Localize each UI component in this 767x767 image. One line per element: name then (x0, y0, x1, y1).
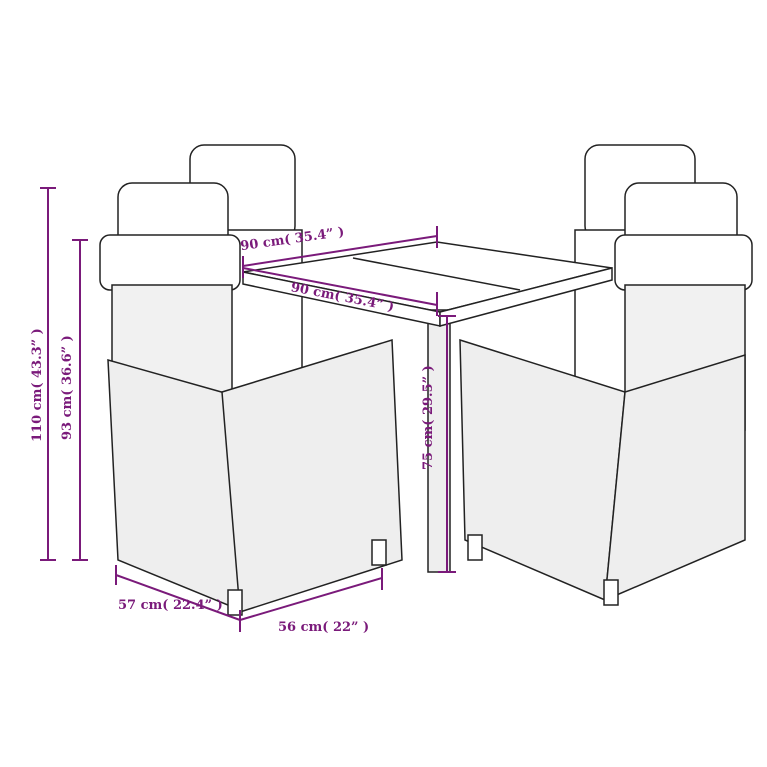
dimension-lines (40, 187, 456, 632)
chair-back-height-label: 93 cm( 36.6” ) (60, 335, 75, 440)
table-height-label: 75 cm( 29.5” ) (421, 365, 436, 470)
front-left-chair (99, 182, 403, 616)
table (242, 241, 613, 573)
front-right-chair (459, 182, 753, 606)
chair-total-height-label: 110 cm( 43.3” ) (30, 328, 45, 442)
chair-depth-label: 57 cm( 22.4” ) (118, 598, 223, 613)
chair-width-label: 56 cm( 22” ) (278, 620, 370, 635)
